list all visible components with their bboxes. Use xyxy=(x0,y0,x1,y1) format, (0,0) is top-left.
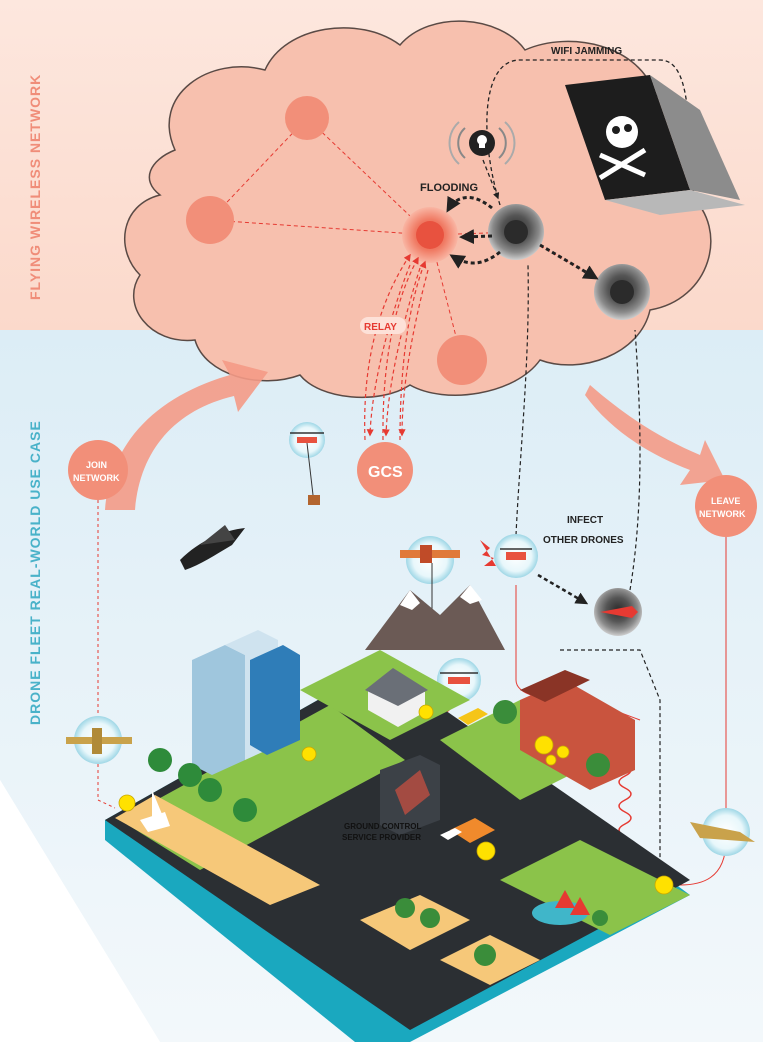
join-network-node xyxy=(68,440,128,500)
infect-return xyxy=(629,329,641,591)
relay-arrows xyxy=(364,253,429,441)
attacker-node-2 xyxy=(594,264,650,320)
join-arrow xyxy=(105,360,268,510)
vtol-drone-left-icon xyxy=(66,716,132,764)
label-leave-1: LEAVE xyxy=(711,496,740,506)
side-label-flying-network: FLYING WIRELESS NETWORK xyxy=(27,74,43,300)
skull-jammer-icon xyxy=(448,121,516,165)
label-relay: RELAY xyxy=(364,322,397,333)
mountain-icon xyxy=(365,585,505,650)
infect-link xyxy=(515,264,529,536)
attacker-node-1 xyxy=(488,204,544,260)
flooded-node xyxy=(402,207,458,263)
label-join-2: NETWORK xyxy=(73,473,120,483)
target-drone-icon xyxy=(594,588,642,636)
warning-signs-icon xyxy=(555,890,590,915)
sailboat-icon xyxy=(140,790,170,832)
label-join-1: JOIN xyxy=(86,460,107,470)
label-gcs-provider-1: GROUND CONTROL xyxy=(344,822,421,831)
flooding-arrows xyxy=(446,195,599,280)
network-node-left xyxy=(186,196,234,244)
bottom-band-fade xyxy=(0,780,160,1042)
label-wifi-jamming: WIFI JAMMING xyxy=(551,46,622,57)
hacker-laptop-icon xyxy=(565,75,745,215)
network-cloud xyxy=(123,20,712,399)
stealth-drone-icon xyxy=(180,525,245,570)
vtol-drone-right-icon xyxy=(690,808,755,856)
label-gcs: GCS xyxy=(368,464,403,481)
park-trees-icon xyxy=(395,700,610,966)
leave-arrow xyxy=(585,385,725,485)
label-gcs-provider-2: SERVICE PROVIDER xyxy=(342,833,421,842)
gcs-node xyxy=(357,442,413,498)
smiley-faces xyxy=(118,704,674,895)
infect-down xyxy=(560,649,661,900)
fixed-wing-drone-icon xyxy=(400,536,460,627)
label-infect-2: OTHER DRONES xyxy=(543,535,624,546)
relay-label-bg xyxy=(360,317,406,334)
label-flooding: FLOODING xyxy=(420,182,478,194)
delivery-drone-icon xyxy=(289,422,325,505)
network-node-bottom xyxy=(437,335,487,385)
house-icon xyxy=(365,668,428,727)
network-node-top xyxy=(285,96,329,140)
label-leave-2: NETWORK xyxy=(699,509,746,519)
label-infect-1: INFECT xyxy=(567,515,603,526)
skyscrapers-icon xyxy=(192,630,300,775)
infected-drone-icon xyxy=(480,534,538,578)
side-label-drone-fleet: DRONE FLEET REAL-WORLD USE CASE xyxy=(27,420,43,725)
palm-trees-icon xyxy=(148,748,257,822)
taxi-icon xyxy=(458,708,488,725)
leave-network-node xyxy=(695,475,757,537)
gcs-building-icon xyxy=(380,755,440,835)
infect-path xyxy=(537,573,589,605)
delivery-truck-icon xyxy=(440,818,495,843)
